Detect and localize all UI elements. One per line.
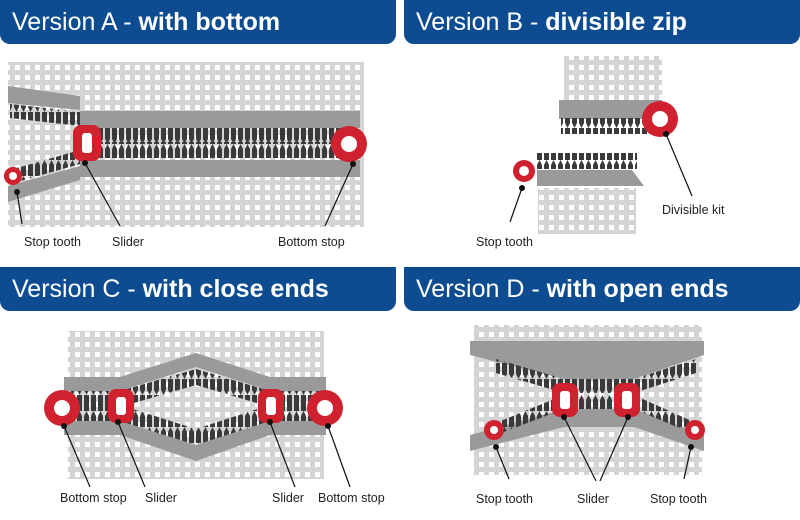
panel-version-d: Version D - with open ends Stop tooth Sl… xyxy=(404,267,800,520)
panel-a-version: Version A - xyxy=(12,8,139,36)
teeth-top xyxy=(561,118,656,134)
teeth-lower-left xyxy=(10,150,80,184)
tape-upper-left xyxy=(8,86,80,110)
label-divisible-kit: Divisible kit xyxy=(662,203,725,217)
zipper-diagram-c: Bottom stop Slider Slider Bottom stop xyxy=(44,331,385,505)
panel-b-title: divisible zip xyxy=(545,8,687,36)
label-slider-left: Slider xyxy=(145,491,177,505)
teeth-upper-left xyxy=(10,104,80,126)
panel-d-header: Version D - with open ends xyxy=(404,267,800,311)
label-stop-tooth-right: Stop tooth xyxy=(650,492,707,506)
panel-a-header: Version A - with bottom xyxy=(0,0,396,44)
panel-c-header: Version C - with close ends xyxy=(0,267,396,311)
label-bottom-stop-right: Bottom stop xyxy=(318,491,385,505)
panel-version-a: Version A - with bottom Stop tooth Slide… xyxy=(0,0,396,253)
panel-a-title: with bottom xyxy=(138,8,281,36)
panel-version-b: Version B - divisible zip Stop tooth Div… xyxy=(404,0,800,253)
slider-hole xyxy=(82,133,92,153)
teeth-lower xyxy=(80,142,350,158)
fabric-grid-top xyxy=(564,56,662,100)
tape-bottom xyxy=(537,170,644,186)
panel-c-title: with close ends xyxy=(142,275,329,303)
zipper-diagram-d: Stop tooth Slider Stop tooth xyxy=(470,325,707,506)
panel-c-version: Version C - xyxy=(12,275,143,303)
label-stop-tooth: Stop tooth xyxy=(476,235,533,249)
teeth-upper xyxy=(80,128,350,144)
teeth-bottom xyxy=(537,153,637,169)
tape-upper xyxy=(64,353,326,391)
panel-d-title: with open ends xyxy=(546,275,729,303)
tape-upper xyxy=(80,111,360,128)
label-slider: Slider xyxy=(577,492,609,506)
zipper-diagram-a: Stop tooth Slider Bottom stop xyxy=(4,62,367,249)
tape-lower xyxy=(80,160,360,177)
label-slider: Slider xyxy=(112,235,144,249)
zipper-diagram-b: Stop tooth Divisible kit xyxy=(476,56,725,249)
teeth-lower xyxy=(496,395,696,435)
panel-version-c: Version C - with close ends Bottom stop … xyxy=(0,267,396,520)
panel-d-version: Version D - xyxy=(416,275,547,303)
panel-b-version: Version B - xyxy=(416,8,546,36)
tape-top xyxy=(559,100,662,119)
label-bottom-stop-left: Bottom stop xyxy=(60,491,127,505)
label-stop-tooth: Stop tooth xyxy=(24,235,81,249)
tape-lower xyxy=(64,421,326,461)
fabric-grid-bottom xyxy=(538,188,636,234)
panel-b-header: Version B - divisible zip xyxy=(404,0,800,44)
tape-lower-left xyxy=(8,166,80,202)
teeth-upper xyxy=(496,359,696,393)
label-stop-tooth-left: Stop tooth xyxy=(476,492,533,506)
label-bottom-stop: Bottom stop xyxy=(278,235,345,249)
label-slider-right: Slider xyxy=(272,491,304,505)
